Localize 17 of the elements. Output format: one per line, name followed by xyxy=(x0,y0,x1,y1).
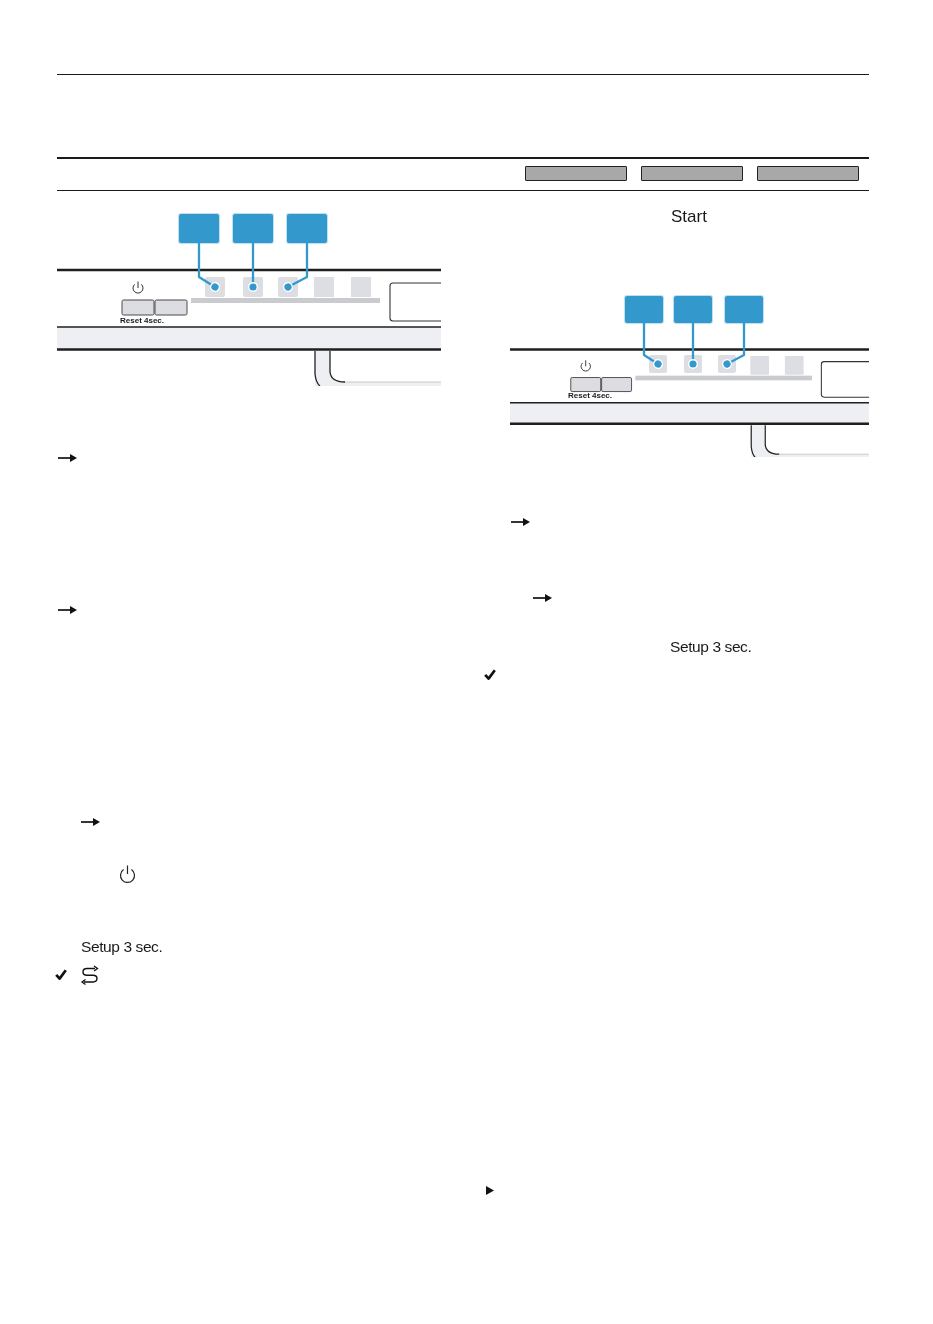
button-caption: Reset 4sec. xyxy=(120,316,165,326)
leader-line xyxy=(283,243,309,292)
leader-line xyxy=(722,323,746,369)
callout-box xyxy=(625,296,663,323)
callout-box xyxy=(179,214,219,243)
callout-box xyxy=(725,296,763,323)
leader-line xyxy=(642,323,663,369)
setting-text: Setup 3 sec. xyxy=(81,938,163,957)
callout-box xyxy=(233,214,273,243)
callout-box xyxy=(674,296,712,323)
heading-text: Start xyxy=(671,207,707,228)
leader-line xyxy=(197,243,220,292)
button-caption: Reset 4sec. xyxy=(568,391,613,401)
callout-box xyxy=(287,214,327,243)
leader-line xyxy=(248,243,258,292)
leader-line xyxy=(688,323,698,369)
setting-text: Setup 3 sec. xyxy=(670,638,752,657)
